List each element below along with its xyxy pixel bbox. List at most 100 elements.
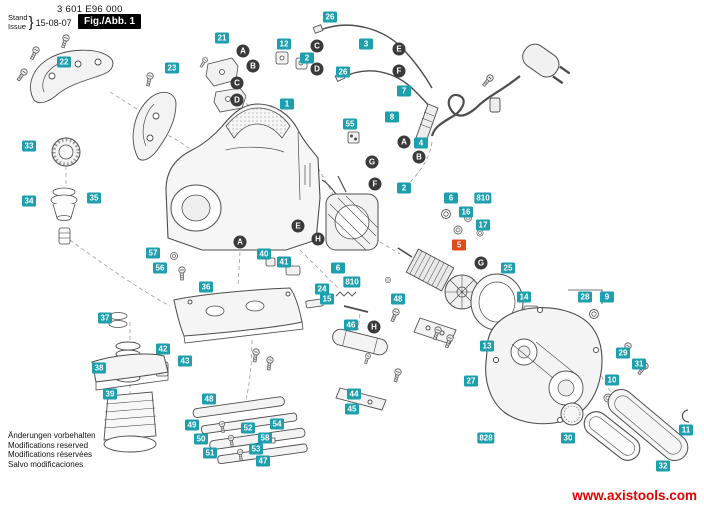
part-callout-52[interactable]: 52: [241, 422, 255, 434]
part-callout-32[interactable]: 32: [656, 460, 670, 472]
part-callout-21[interactable]: 21: [215, 32, 229, 44]
assembly-ref-C[interactable]: C: [230, 76, 244, 90]
part-callout-17[interactable]: 17: [476, 219, 490, 231]
figure-badge: Fig./Abb. 1: [78, 14, 142, 29]
website-link[interactable]: www.axistools.com: [572, 488, 697, 503]
issue-date: 15-08-07: [35, 17, 72, 28]
part-callout-12[interactable]: 12: [277, 38, 291, 50]
part-callout-48[interactable]: 48: [202, 393, 216, 405]
part-callout-46[interactable]: 46: [344, 319, 358, 331]
part-callout-2[interactable]: 2: [397, 182, 411, 194]
assembly-ref-E[interactable]: E: [392, 42, 406, 56]
part-callout-15[interactable]: 15: [320, 293, 334, 305]
part-callout-810[interactable]: 810: [474, 192, 492, 204]
assembly-ref-C[interactable]: C: [310, 39, 324, 53]
assembly-ref-B[interactable]: B: [412, 150, 426, 164]
part-number: 3 601 E96 000: [57, 4, 123, 15]
part-callout-49[interactable]: 49: [185, 419, 199, 431]
part-callout-828[interactable]: 828: [477, 432, 495, 444]
part-callout-42[interactable]: 42: [156, 343, 170, 355]
part-callout-23[interactable]: 23: [165, 62, 179, 74]
part-callout-35[interactable]: 35: [87, 192, 101, 204]
part-callout-37[interactable]: 37: [98, 312, 112, 324]
part-callout-5[interactable]: 5: [452, 239, 466, 251]
part-callout-9[interactable]: 9: [600, 291, 614, 303]
main-housing: [165, 103, 360, 251]
part-callout-31[interactable]: 31: [632, 358, 646, 370]
assembly-ref-G[interactable]: G: [474, 256, 488, 270]
brace-glyph: }: [28, 14, 34, 31]
part-callout-22[interactable]: 22: [57, 56, 71, 68]
cable-parts: [312, 24, 435, 113]
part-callout-40[interactable]: 40: [257, 248, 271, 260]
part-callout-41[interactable]: 41: [277, 256, 291, 268]
power-cord: [430, 43, 571, 137]
issue-label: Issue: [8, 21, 26, 31]
part-callout-24[interactable]: 24: [315, 283, 329, 295]
part-callout-54[interactable]: 54: [270, 418, 284, 430]
part-callout-4[interactable]: 4: [414, 137, 428, 149]
part-callout-26[interactable]: 26: [323, 11, 337, 23]
part-callout-36[interactable]: 36: [199, 281, 213, 293]
part-callout-10[interactable]: 10: [605, 374, 619, 386]
armature-part: [397, 247, 483, 315]
part-callout-8[interactable]: 8: [385, 111, 399, 123]
part-callout-47[interactable]: 47: [256, 455, 270, 467]
part-callout-29[interactable]: 29: [616, 347, 630, 359]
part-callout-810[interactable]: 810: [343, 276, 361, 288]
part-callout-38[interactable]: 38: [92, 362, 106, 374]
part-callout-48[interactable]: 48: [391, 293, 405, 305]
notice-line-fr: Modifications réservées: [8, 450, 93, 460]
assembly-ref-D[interactable]: D: [230, 93, 244, 107]
assembly-ref-E[interactable]: E: [291, 219, 305, 233]
part-callout-6[interactable]: 6: [331, 262, 345, 274]
notice-line-es: Salvo modificaciones: [8, 459, 84, 469]
part-callout-16[interactable]: 16: [459, 206, 473, 218]
part-callout-50[interactable]: 50: [194, 433, 208, 445]
part-callout-33[interactable]: 33: [22, 140, 36, 152]
part-callout-6[interactable]: 6: [444, 192, 458, 204]
part-callout-39[interactable]: 39: [103, 388, 117, 400]
assembly-ref-A[interactable]: A: [397, 135, 411, 149]
part-callout-45[interactable]: 45: [345, 403, 359, 415]
part-callout-14[interactable]: 14: [517, 291, 531, 303]
notice-line-en: Modifications reserved: [8, 440, 89, 450]
handle-grip-part: [132, 91, 177, 161]
part-callout-56[interactable]: 56: [153, 262, 167, 274]
part-callout-51[interactable]: 51: [203, 447, 217, 459]
part-callout-13[interactable]: 13: [480, 340, 494, 352]
part-callout-57[interactable]: 57: [146, 247, 160, 259]
part-callout-11[interactable]: 11: [679, 424, 693, 436]
assembly-ref-A[interactable]: A: [233, 235, 247, 249]
notice-line-de: Änderungen vorbehalten: [8, 431, 96, 440]
part-callout-1[interactable]: 1: [280, 98, 294, 110]
part-callout-26[interactable]: 26: [336, 66, 350, 78]
part-callout-55[interactable]: 55: [343, 118, 357, 130]
part-callout-28[interactable]: 28: [578, 291, 592, 303]
part-callout-7[interactable]: 7: [397, 85, 411, 97]
assembly-ref-F[interactable]: F: [392, 64, 406, 78]
part-callout-3[interactable]: 3: [359, 38, 373, 50]
part-callout-27[interactable]: 27: [464, 375, 478, 387]
part-callout-30[interactable]: 30: [561, 432, 575, 444]
assembly-ref-H[interactable]: H: [367, 320, 381, 334]
part-callout-43[interactable]: 43: [178, 355, 192, 367]
assembly-ref-F[interactable]: F: [368, 177, 382, 191]
part-callout-2[interactable]: 2: [300, 52, 314, 64]
assembly-ref-B[interactable]: B: [246, 59, 260, 73]
part-callout-25[interactable]: 25: [501, 262, 515, 274]
adjuster-parts: [265, 257, 369, 313]
assembly-ref-D[interactable]: D: [310, 62, 324, 76]
assembly-ref-H[interactable]: H: [311, 232, 325, 246]
assembly-ref-A[interactable]: A: [236, 44, 250, 58]
part-callout-44[interactable]: 44: [347, 388, 361, 400]
side-cover: [607, 389, 690, 461]
legal-notices: Änderungen vorbehalten Modifications res…: [8, 431, 96, 469]
part-callout-34[interactable]: 34: [22, 195, 36, 207]
assembly-ref-G[interactable]: G: [365, 155, 379, 169]
cord-grommet: [415, 97, 501, 143]
part-callout-53[interactable]: 53: [249, 443, 263, 455]
part-callout-58[interactable]: 58: [258, 432, 272, 444]
